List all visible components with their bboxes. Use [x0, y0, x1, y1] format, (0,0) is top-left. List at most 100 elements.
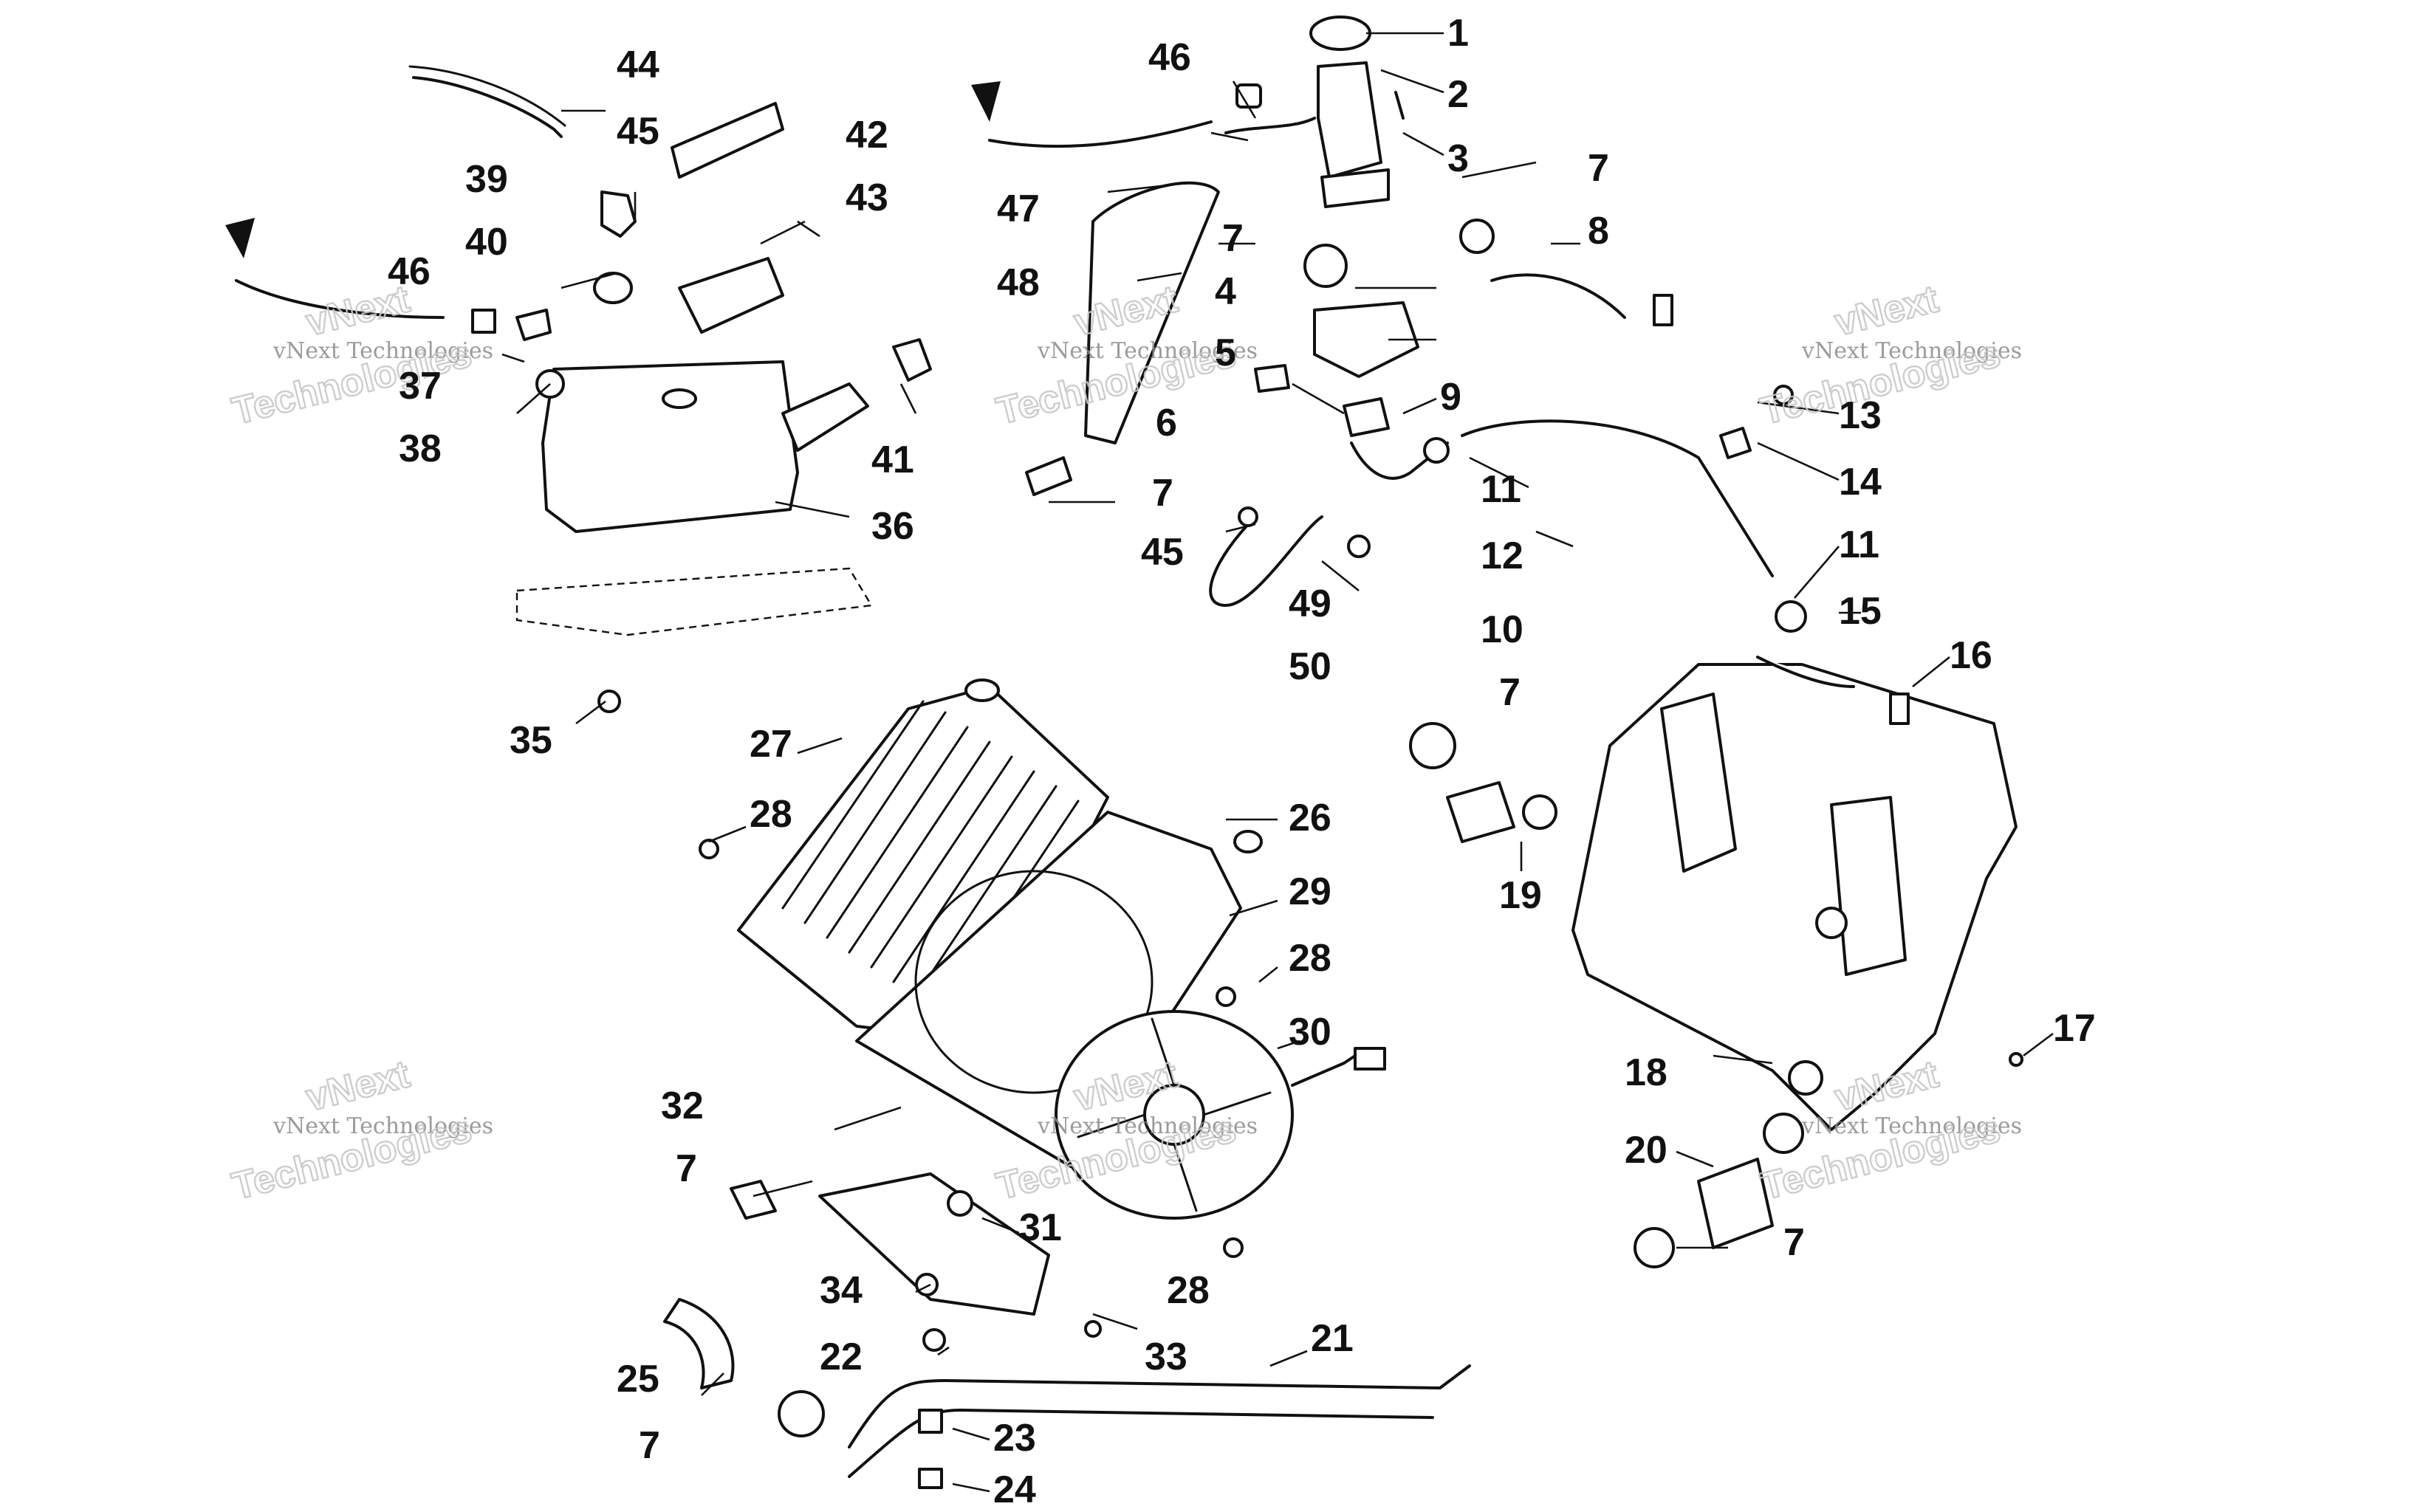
hose-25: [663, 1298, 735, 1389]
callout-27: 27: [750, 723, 792, 766]
clamp-7-hose19-b: [1522, 794, 1557, 830]
callout-5: 5: [1215, 331, 1236, 374]
callout-7-hose19: 7: [1499, 671, 1521, 714]
callout-19: 19: [1499, 874, 1542, 917]
housing-flange: [1320, 168, 1390, 208]
grommet-26: [1233, 830, 1263, 853]
callout-46-top: 46: [1148, 36, 1191, 79]
callout-43: 43: [846, 176, 888, 219]
callout-36: 36: [871, 505, 914, 548]
clamp-45: [1238, 506, 1258, 527]
clamp-7-hose19-a: [1409, 722, 1456, 769]
frame-fitting: [1815, 907, 1848, 939]
callout-7-lower: 7: [639, 1424, 660, 1467]
callout-44: 44: [617, 44, 659, 86]
callout-7-top: 7: [1222, 217, 1244, 260]
mounting-plate-outline: [515, 567, 873, 636]
pipe-21-lower: [848, 1409, 1434, 1478]
callout-25: 25: [617, 1358, 659, 1401]
frame-bracket-left: [1660, 693, 1737, 873]
callout-47: 47: [997, 188, 1040, 230]
clip-14: [1719, 427, 1752, 459]
radiator-cap-1: [1309, 16, 1371, 51]
hose-8: [1490, 273, 1626, 319]
watermark-text: vNext Technologies: [272, 1113, 493, 1139]
thermostat-4: [1303, 244, 1348, 288]
callout-38: 38: [399, 427, 442, 470]
callout-33: 33: [1145, 1336, 1187, 1378]
lower-hose-group: [663, 1113, 1804, 1489]
callout-7-bottom-right: 7: [1783, 1221, 1805, 1264]
clamp-9: [1343, 397, 1390, 437]
fan-blades: [1077, 1017, 1272, 1212]
hose-49: [1209, 515, 1323, 607]
callout-16: 16: [1950, 634, 1992, 677]
clip-23: [918, 1409, 943, 1434]
bolt-22: [922, 1328, 946, 1352]
screw-17: [2009, 1052, 2023, 1067]
screw-35: [597, 690, 621, 713]
screw-33: [1084, 1320, 1102, 1338]
hose-44-edge: [408, 65, 566, 127]
radiator-group: [699, 678, 1386, 1338]
clamp-11-right: [1775, 600, 1807, 633]
thermostat-group: [971, 16, 1774, 607]
callout-32: 32: [661, 1085, 704, 1127]
small-hose: [1224, 117, 1316, 134]
watermark-text: vNext Technologies: [1801, 1113, 2022, 1139]
bracket-42: [678, 257, 784, 334]
clamp-7-hose8-b: [1653, 294, 1673, 326]
watermark-logo: vNext: [1831, 278, 1942, 345]
callout-7-hose8: 7: [1588, 147, 1609, 190]
callout-3: 3: [1447, 137, 1469, 180]
callout-34: 34: [820, 1269, 863, 1312]
callout-41: 41: [871, 439, 914, 481]
bolt-28-bottom: [1223, 1237, 1244, 1258]
callout-30: 30: [1289, 1011, 1331, 1054]
callout-13: 13: [1839, 394, 1882, 437]
callout-7-hose25: 7: [676, 1147, 697, 1190]
screw-13: [1773, 385, 1794, 405]
hose-44: [412, 76, 563, 138]
callout-45-mid: 45: [1141, 531, 1184, 574]
pipe-12: [1461, 419, 1774, 577]
callout-2: 2: [1447, 73, 1469, 116]
hose-20: [1697, 1158, 1774, 1249]
callout-45-top: 45: [617, 110, 659, 153]
watermark-text: vNext Technologies: [1037, 338, 1258, 364]
clamp-7-bottom-right: [1634, 1227, 1675, 1268]
callout-39: 39: [465, 158, 508, 201]
grommet-31: [947, 1190, 973, 1217]
callout-40: 40: [465, 221, 508, 264]
radiator-inlet: [964, 678, 1000, 702]
callout-50: 50: [1289, 645, 1331, 688]
tank-neck: [781, 382, 869, 452]
callout-37: 37: [399, 365, 442, 408]
fitting-37: [515, 309, 552, 341]
arrow-icon-top: [971, 81, 1001, 122]
clamp-46-left: [471, 309, 496, 334]
callout-11-right: 11: [1839, 523, 1879, 566]
clamp-7-hose8-a: [1459, 219, 1495, 254]
watermark-logo: vNext: [302, 1053, 414, 1120]
callout-28-mid: 28: [1289, 937, 1331, 980]
callout-14: 14: [1839, 461, 1882, 504]
callout-10: 10: [1481, 608, 1523, 651]
callout-1: 1: [1447, 12, 1469, 55]
callout-22: 22: [820, 1336, 863, 1378]
bolt-28-mid: [1216, 986, 1236, 1007]
hose-47: [988, 120, 1213, 148]
connector-42: [671, 102, 784, 179]
callout-23: 23: [993, 1417, 1036, 1460]
callout-9: 9: [1440, 376, 1461, 419]
overflow-tank-36: [541, 360, 799, 533]
frame-bracket-right: [1830, 796, 1907, 976]
clamp-16: [1889, 693, 1910, 725]
clamp-11-top: [1423, 437, 1450, 464]
callout-6: 6: [1156, 402, 1177, 444]
callout-49: 49: [1289, 583, 1331, 625]
fan-connector: [1354, 1047, 1386, 1071]
fitting-39: [600, 190, 637, 238]
callouts: 1 2 3 4 5 6 7 7 7 7 7 7 7 8 9 10 11 11 1…: [388, 12, 2096, 1511]
